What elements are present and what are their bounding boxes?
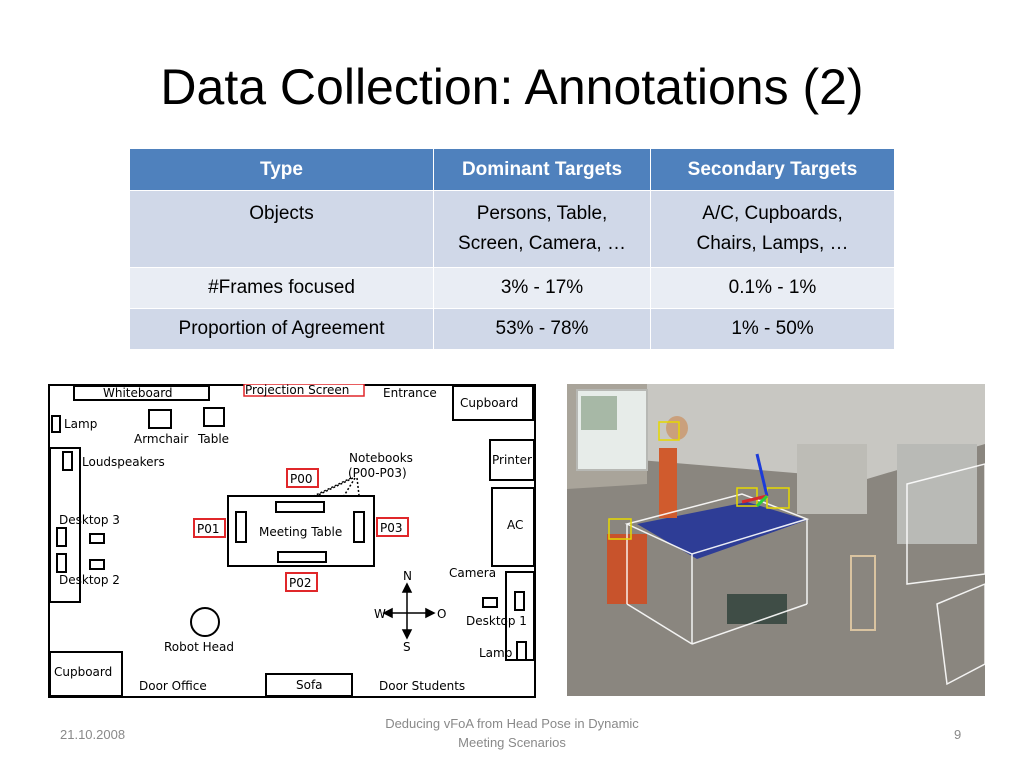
ac-label: AC: [507, 518, 523, 532]
footer-title-line2: Meeting Scenarios: [458, 735, 566, 750]
header-dominant-targets: Dominant Targets: [433, 148, 651, 191]
robot-head-label: Robot Head: [164, 640, 234, 654]
table-cell: A/C, Cupboards, Chairs, Lamps, …: [650, 190, 895, 268]
p02-label: P02: [289, 576, 312, 590]
desktop3-label: Desktop 3: [59, 513, 120, 527]
table-cell: Proportion of Agreement: [129, 308, 434, 350]
cupboard-bottom-label: Cupboard: [54, 665, 112, 679]
header-type: Type: [129, 148, 434, 191]
door-office-label: Door Office: [139, 679, 207, 693]
lamp-right-label: Lamp: [479, 646, 512, 660]
slide-number: 9: [954, 727, 962, 742]
p00-label: P00: [290, 472, 313, 486]
footer-title-line1: Deducing vFoA from Head Pose in Dynamic: [385, 716, 639, 731]
footer-title: Deducing vFoA from Head Pose in Dynamic …: [340, 714, 684, 752]
desktop1-label: Desktop 1: [466, 614, 527, 628]
table-cell: 53% - 78%: [433, 308, 651, 350]
compass-icon: [382, 582, 436, 640]
desktop2-label: Desktop 2: [59, 573, 120, 587]
footer-date: 21.10.2008: [60, 727, 126, 742]
slide-title: Data Collection: Annotations (2): [160, 59, 864, 115]
room-floorplan: Whiteboard Projection Screen Entrance Cu…: [48, 384, 536, 698]
sofa-label: Sofa: [296, 678, 323, 692]
table-cell: 3% - 17%: [433, 267, 651, 309]
table-cell: 0.1% - 1%: [650, 267, 895, 309]
table-label: Table: [197, 432, 229, 446]
loudspeakers-label: Loudspeakers: [82, 455, 165, 469]
p01-label: P01: [197, 522, 220, 536]
compass-east: O: [437, 607, 446, 621]
armchair-label: Armchair: [134, 432, 189, 446]
cupboard-top-label: Cupboard: [460, 396, 518, 410]
notebooks-ids-label: (P00-P03): [348, 466, 407, 480]
entrance-label: Entrance: [383, 386, 437, 400]
compass-north: N: [403, 569, 412, 583]
table-row: Proportion of Agreement 53% - 78% 1% - 5…: [129, 308, 895, 350]
p03-label: P03: [380, 521, 403, 535]
robot-head-icon: [190, 607, 220, 637]
table-cell: #Frames focused: [129, 267, 434, 309]
printer-label: Printer: [492, 453, 532, 467]
header-secondary-targets: Secondary Targets: [650, 148, 895, 191]
annotations-table: Type Dominant Targets Secondary Targets …: [129, 148, 895, 350]
meeting-table-label: Meeting Table: [259, 525, 342, 539]
door-students-label: Door Students: [379, 679, 465, 693]
meeting-room-photo: [567, 384, 985, 696]
table-header-row: Type Dominant Targets Secondary Targets: [129, 148, 895, 191]
table-cell: Objects: [129, 190, 434, 268]
projection-screen-label: Projection Screen: [245, 384, 349, 397]
lamp-left-label: Lamp: [64, 417, 97, 431]
table-cell: Persons, Table, Screen, Camera, …: [433, 190, 651, 268]
compass-south: S: [403, 640, 411, 654]
table-cell: 1% - 50%: [650, 308, 895, 350]
notebooks-label: Notebooks: [349, 451, 413, 465]
table-row: #Frames focused 3% - 17% 0.1% - 1%: [129, 267, 895, 309]
compass-west: W: [374, 607, 386, 621]
camera-label: Camera: [449, 566, 496, 580]
whiteboard-label: Whiteboard: [103, 386, 173, 400]
table-row: Objects Persons, Table, Screen, Camera, …: [129, 190, 895, 268]
